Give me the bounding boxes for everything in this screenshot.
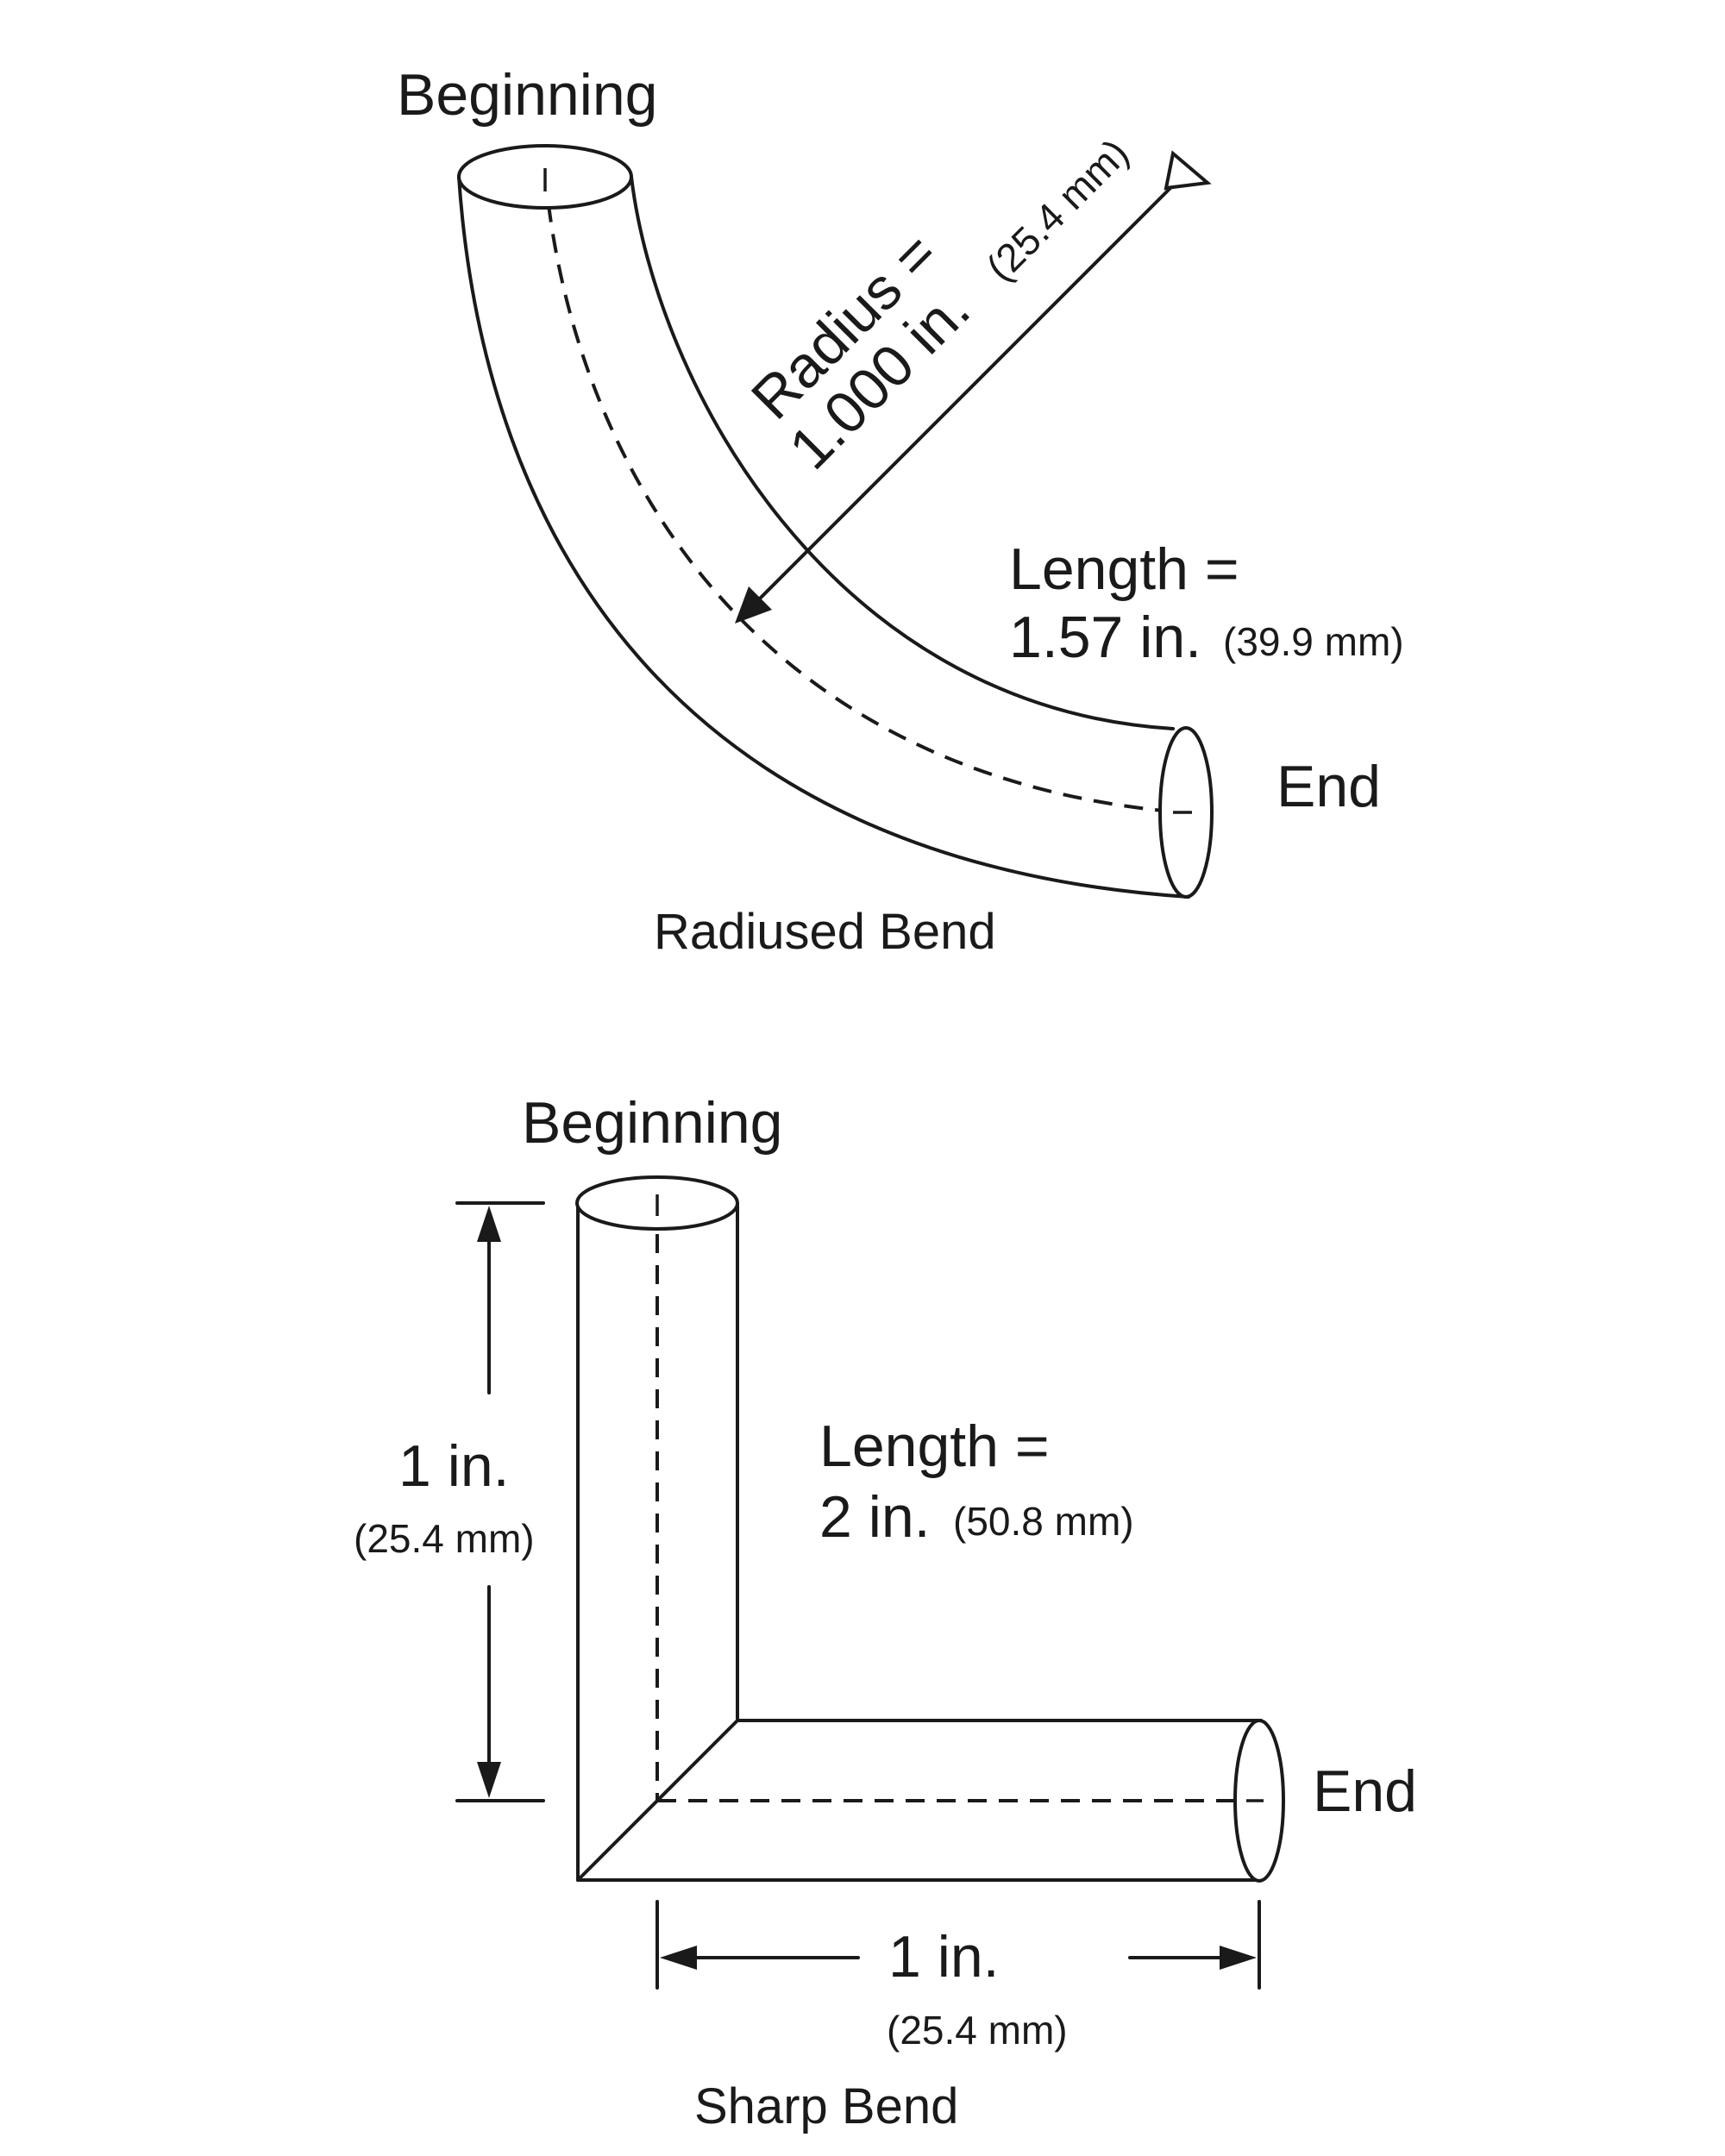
radiused-tube-inner-edge [630,175,1175,730]
vertical-dim-label: 1 in. [398,1433,510,1499]
sharp-end-label: End [1313,1758,1417,1824]
radius-dimension-line [749,171,1188,610]
radiused-length-label-line1: Length = [1009,536,1239,602]
vertical-dim-bottom-arrow [477,1762,501,1798]
sharp-beginning-label: Beginning [522,1090,782,1156]
radiused-end-label: End [1276,754,1381,819]
vertical-dim-top-arrow [477,1206,501,1242]
sharp-length-label-metric: (50.8 mm) [953,1499,1134,1544]
sharp-bend-caption: Sharp Bend [694,2078,958,2134]
radius-label-metric: (25.4 mm) [977,130,1137,290]
radiused-length-label-metric: (39.9 mm) [1223,619,1404,664]
bend-center-triangle [1164,150,1212,191]
radiused-tube-outer-edge [457,175,1190,899]
radiused-centerline [543,172,1182,814]
horizontal-dim-right-arrow [1220,1946,1257,1970]
horizontal-dim-label: 1 in. [888,1924,1000,1990]
vertical-dim-metric: (25.4 mm) [354,1516,535,1561]
sharp-length-label-line2: 2 in. [819,1484,931,1550]
horizontal-dim-metric: (25.4 mm) [887,2008,1068,2053]
radiused-bend-figure: Beginning Radius = 1.000 in. (25.4 mm) L… [397,62,1404,960]
sharp-length-label-line1: Length = [819,1413,1050,1479]
radiused-bend-caption: Radiused Bend [654,904,996,960]
sharp-bend-figure: Beginning 1 in. (25.4 mm) Length = 2 in.… [354,1090,1417,2134]
radiused-beginning-label: Beginning [397,62,657,128]
radiused-length-label-line2: 1.57 in. [1009,605,1201,670]
radius-arrowhead [735,586,772,624]
horizontal-dim-left-arrow [660,1946,697,1970]
